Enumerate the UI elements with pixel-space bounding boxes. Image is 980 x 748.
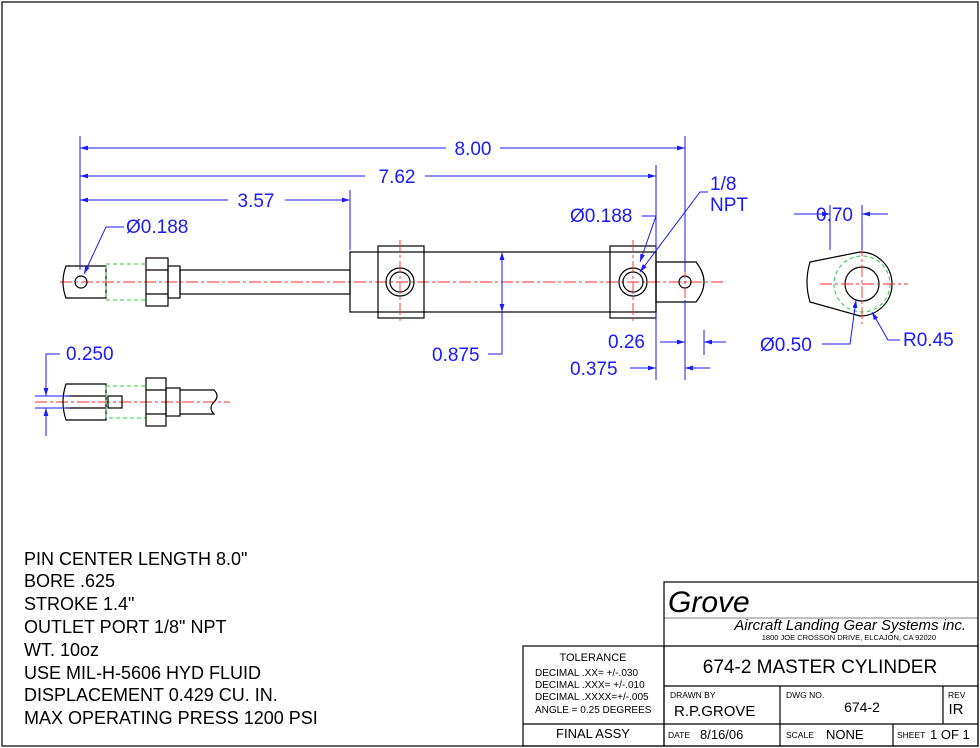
drawn-by-label: DRAWN BY <box>670 690 716 700</box>
npt-label: NPT <box>710 195 748 216</box>
dwg-no: 674-2 <box>844 699 880 715</box>
dim-slot-width: 0.250 <box>66 344 114 365</box>
note-line: USE MIL-H-5606 HYD FLUID <box>24 663 261 683</box>
cylinder-side-view <box>60 240 725 324</box>
tolerance-line: DECIMAL .XXXX=+/-.005 <box>535 692 649 703</box>
dim-762: 7.62 <box>379 167 416 188</box>
left-rod-end <box>62 265 107 299</box>
dim-357: 3.57 <box>238 191 275 212</box>
note-line: STROKE 1.4" <box>24 594 134 614</box>
dim-pin-hole-right: Ø0.188 <box>570 206 632 227</box>
note-line: BORE .625 <box>24 571 115 591</box>
scale-label: SCALE <box>786 730 814 740</box>
dim-0375: 0.375 <box>570 359 618 380</box>
company-address: 1800 JOE CROSSON DRIVE, ELCAJON, CA 9202… <box>762 633 936 642</box>
main-dimensions: 8.00 7.62 3.57 Ø0.188 Ø0.188 1/8 NPT 0.8… <box>79 136 748 380</box>
tolerance-line: DECIMAL .XX= +/-.030 <box>535 668 638 679</box>
note-line: DISPLACEMENT 0.429 CU. IN. <box>24 685 278 705</box>
date: 8/16/06 <box>700 727 743 742</box>
head-block <box>377 245 425 319</box>
revision: IR <box>949 701 964 718</box>
drawing-title: 674-2 MASTER CYLINDER <box>703 657 937 678</box>
clevis-detail-view: 0.250 <box>35 344 230 436</box>
note-line: PIN CENTER LENGTH 8.0" <box>24 549 247 569</box>
rev-label: REV <box>948 690 966 700</box>
dim-026: 0.26 <box>608 332 645 353</box>
scale: NONE <box>826 727 864 742</box>
dim-eye-dia: Ø0.50 <box>760 335 812 356</box>
final-assy: FINAL ASSY <box>556 726 630 741</box>
dim-pin-hole-left: Ø0.188 <box>126 217 188 238</box>
eye-end-view: 0.70 Ø0.50 R0.45 <box>760 205 954 356</box>
tolerance-title: TOLERANCE <box>559 652 626 664</box>
note-line: OUTLET PORT 1/8" NPT <box>24 617 226 637</box>
note-line: MAX OPERATING PRESS 1200 PSI <box>24 708 318 728</box>
drawn-by: R.P.GROVE <box>674 703 755 720</box>
general-notes: PIN CENTER LENGTH 8.0" BORE .625 STROKE … <box>24 549 318 728</box>
npt-size: 1/8 <box>710 174 736 195</box>
eye-outline <box>806 251 893 317</box>
dim-overall-length: 8.00 <box>455 139 492 160</box>
dwg-no-label: DWG NO. <box>786 690 824 700</box>
dim-eye-radius: R0.45 <box>903 330 954 351</box>
sheet-label: SHEET <box>897 730 925 740</box>
right-rod-end <box>655 261 705 303</box>
tolerance-line: ANGLE = 0.25 DEGREES <box>535 705 652 716</box>
title-block: Grove Aircraft Landing Gear Systems inc.… <box>522 581 979 747</box>
company-subtitle: Aircraft Landing Gear Systems inc. <box>733 617 966 634</box>
dim-body-dia: 0.875 <box>432 345 480 366</box>
left-pin-hole <box>74 275 88 289</box>
note-line: WT. 10oz <box>24 640 99 660</box>
company-logo: Grove <box>668 586 750 619</box>
dim-eye-width: 0.70 <box>816 205 853 226</box>
date-label: DATE <box>668 730 690 740</box>
sheet-number: 1 OF 1 <box>930 727 970 742</box>
tolerance-line: DECIMAL .XXX= +/-.010 <box>535 680 645 691</box>
